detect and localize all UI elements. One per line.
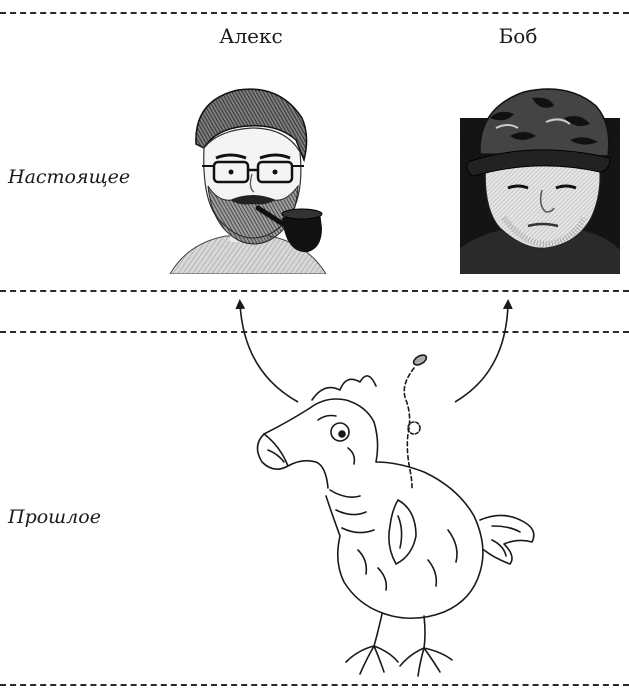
dodo-illustration [248,350,538,680]
dodo-bird-icon [248,350,538,680]
